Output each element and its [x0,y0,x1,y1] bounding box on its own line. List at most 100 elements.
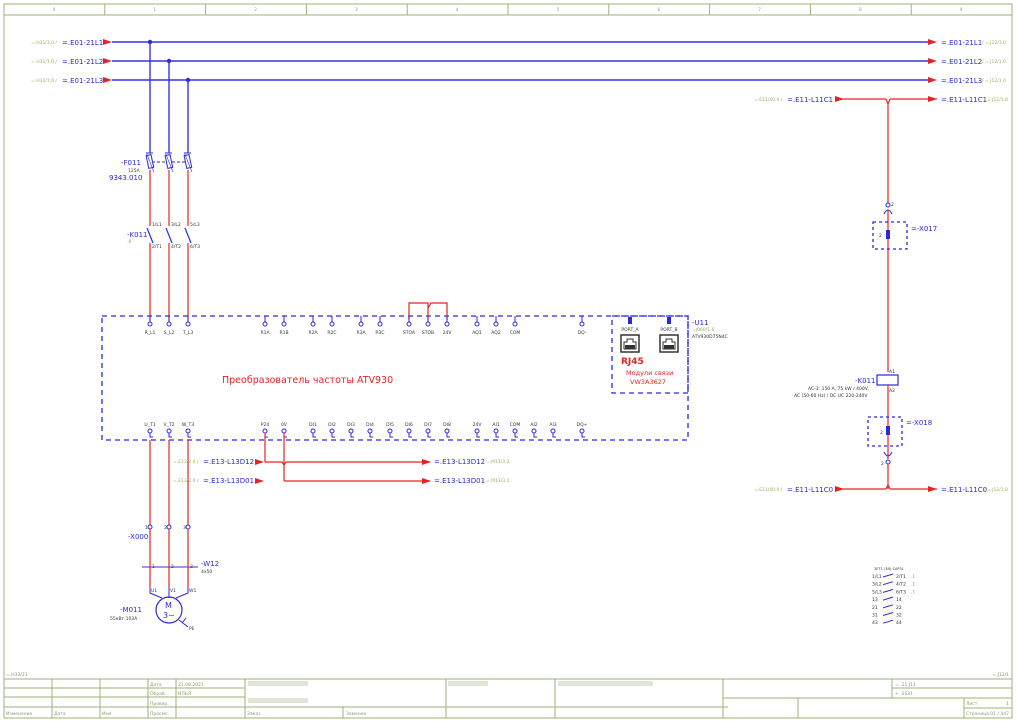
cable-tag: -W12 [201,560,219,568]
ruler-label: 2 [254,7,257,12]
terminal-com[interactable]: COM [510,316,521,336]
control-line-top: =.E11/40.0 / =.E11-L11C1 =.E11-L11C1 / =… [754,96,1008,106]
terminal-label: W_T3 [182,422,194,428]
arrow-icon [928,39,937,45]
coil-spec1: AC-3: 150 A, 75 kW / 400V, [808,386,869,392]
bus-left-name[interactable]: =.E01-21L2 [62,58,103,66]
signal-0v: =.E13/2.0 /=.E13-L13D01=.E13-L13D01/ =.M… [173,433,510,485]
control-top-name[interactable]: =.E11-L11C1 [787,96,833,104]
terminal-label: STOA [403,330,416,336]
terminal-u_t1[interactable]: U_T1 [144,422,156,438]
terminal-t_l3[interactable]: T_L3 [182,316,194,336]
terminal-label: R2A [308,330,318,336]
terminal-aq2[interactable]: AQ2 [491,316,501,336]
terminal-di6[interactable]: DI6 [405,422,413,438]
comm-port-1[interactable]: PORT_A [620,317,640,353]
signal-left-name[interactable]: =.E13-L13D01 [203,477,254,485]
terminal-label: 0V [281,422,288,428]
arrow-icon [103,39,112,45]
terminal-s_l2[interactable]: S_L2 [164,316,175,336]
terminal-r3c[interactable]: R3C [375,316,385,336]
terminal-circle [185,321,191,327]
title-block: =.H33/21 =.J12/1 Дата 21. [4,672,1012,718]
signal-right-name[interactable]: =.E13-L13D12 [434,458,485,466]
terminal-r1b[interactable]: R1B [279,316,289,336]
bus-right-name[interactable]: =.E01-21L1 [941,39,982,47]
terminal-24v[interactable]: 24V [443,316,453,336]
terminal-dq-[interactable]: DQ- [578,316,587,336]
contactor-k011[interactable]: -K011 .8 1/L12/T13/L24/T25/L36/T3 [127,170,200,321]
bus-left-ref: =.H31/1.0 / [31,40,57,46]
control-bottom-name[interactable]: =.E11-L11C0 [787,486,833,494]
terminal-label: R1A [260,330,270,336]
bus-right-ref: / =.J12/1.0 [982,78,1006,84]
x000-terminal[interactable] [166,524,172,530]
terminal-r3a[interactable]: R3A [356,316,366,336]
comm-port-2[interactable]: PORT_B [659,317,679,353]
page-value: 01 / 447 [990,711,1009,717]
terminal-di4[interactable]: DI4 [366,422,374,438]
rj45-label: RJ45 [621,357,644,367]
terminal-ai2[interactable]: AI2 [530,422,538,438]
x017-inner: 2 [879,233,882,239]
terminal-v_t2[interactable]: V_T2 [164,422,175,438]
terminal-x017[interactable]: 2 2 =-X017 [872,202,937,372]
motor-symbol-phase: 3~ [163,611,175,620]
x017-pin: 2 [891,202,894,208]
terminal-24v[interactable]: 24V [473,422,483,438]
terminal-r2a[interactable]: R2A [308,316,318,336]
terminal-r_l1[interactable]: R_L1 [145,316,156,336]
sto-jumper [408,302,448,320]
control-bottom-right-name[interactable]: =.E11-L11C0 [941,486,987,494]
terminal-di5[interactable]: DI5 [386,422,394,438]
terminal-circle [531,428,537,434]
terminal-ai3[interactable]: AI3 [549,422,557,438]
terminal-ai1[interactable]: AI1 [492,422,500,438]
bus-left-name[interactable]: =.E01-21L1 [62,39,103,47]
contact-in: 21 [872,605,878,611]
terminal-w_t3[interactable]: W_T3 [182,422,194,438]
x000-terminal[interactable] [185,524,191,530]
terminal-label: DI3 [347,422,355,428]
contact-pin-bottom: 2/T1 [152,244,162,250]
sheet-frame [3,3,1013,719]
fuse-rating: 125A [128,168,141,174]
control-top-right-name[interactable]: =.E11-L11C1 [941,96,987,104]
x000-pin: 3 [183,525,186,531]
terminal-r1a[interactable]: R1A [260,316,270,336]
fuse-f011[interactable]: -F011 125A 9343.010 [109,151,193,182]
terminal-aq1[interactable]: AQ1 [472,316,482,336]
x000-terminal[interactable] [147,524,153,530]
terminal-stob[interactable]: STOB [422,316,434,336]
footer-left-ref[interactable]: =.H33/21 [6,672,28,678]
terminal-stoa[interactable]: STOA [403,316,416,336]
terminal-circle [329,321,335,327]
footer-right-ref[interactable]: =.J12/1 [992,672,1009,678]
motor-lead [149,587,163,599]
contact-ref: .1 [911,574,915,580]
arrow-icon [928,96,937,102]
terminal-di2[interactable]: DI2 [328,422,336,438]
terminal-x018[interactable]: 2 =-X018 2 [867,416,932,467]
bus-left-name[interactable]: =.E01-21L3 [62,77,103,85]
drawn-value: ИЛЬЯ [178,691,191,697]
checked-label: Провер. [150,701,169,707]
terminal-di1[interactable]: DI1 [309,422,317,438]
signal-left-name[interactable]: =.E13-L13D12 [203,458,254,466]
terminal-circle [166,321,172,327]
bus-right-name[interactable]: =.E01-21L2 [941,58,982,66]
terminal-di3[interactable]: DI3 [347,422,355,438]
terminal-di7[interactable]: DI7 [424,422,432,438]
terminal-com[interactable]: COM [510,422,521,438]
terminal-dq+[interactable]: DQ+ [577,422,588,438]
coil-k011[interactable]: A1 A2 -K011 AC-3: 150 A, 75 kW / 400V, A… [794,369,899,399]
bus-right-name[interactable]: =.E01-21L3 [941,77,982,85]
contact-out: 44 [896,620,902,626]
arrow-icon [103,77,112,83]
terminal-di8[interactable]: DI8 [443,422,451,438]
signal-right-name[interactable]: =.E13-L13D01 [434,477,485,485]
terminal-r2c[interactable]: R2C [327,316,337,336]
motor-pin: U1 [151,588,157,594]
